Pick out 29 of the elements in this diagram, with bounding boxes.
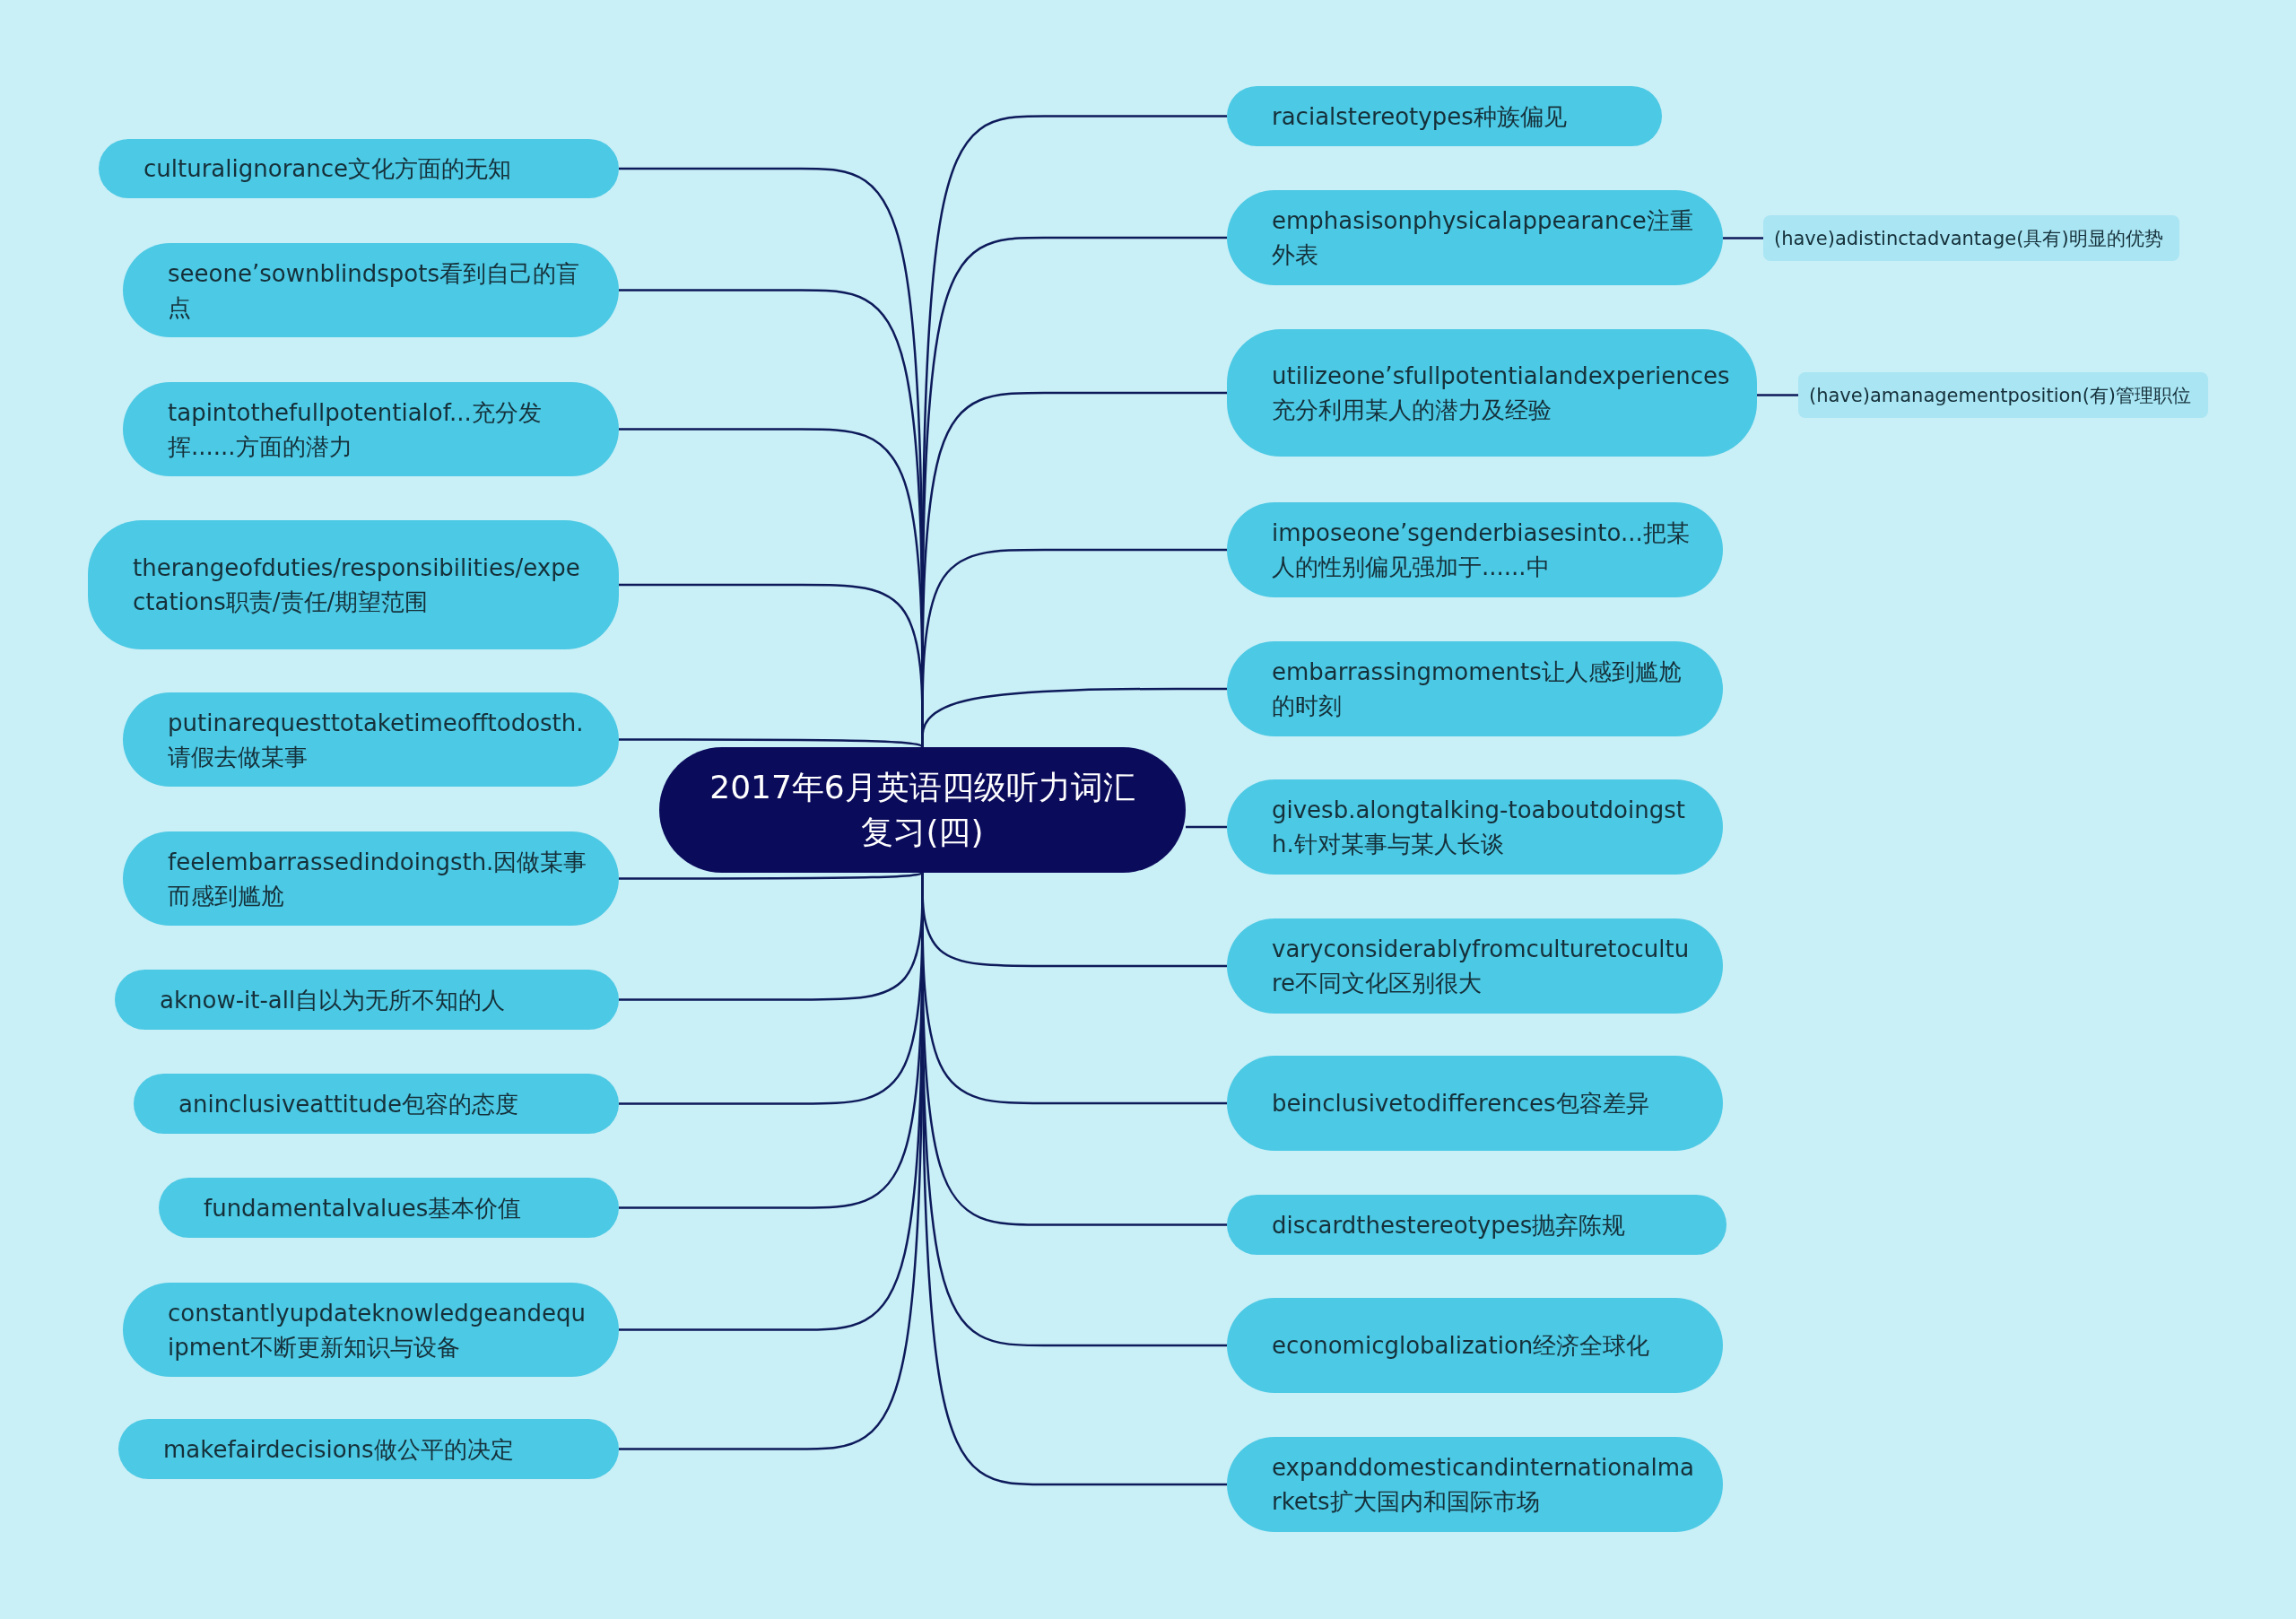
topic-node: therangeofduties/responsibilities/expectations职责/责任/期望范围 (88, 520, 619, 649)
topic-node: imposeone’sgenderbiasesinto...把某人的性别偏见强加于......中 (1227, 502, 1723, 597)
topic-node: economicglobalization经济全球化 (1227, 1298, 1723, 1393)
topic-node: putinarequesttotaketimeofftodosth.请假去做某事 (123, 692, 619, 787)
connector-line (1757, 394, 1798, 396)
topic-node: fundamentalvalues基本价值 (159, 1178, 619, 1238)
topic-node: constantlyupdateknowledgeandequipment不断更新知识与设备 (123, 1283, 619, 1377)
connector-line (1723, 237, 1763, 239)
topic-node: beinclusivetodifferences包容差异 (1227, 1056, 1723, 1151)
topic-node: makefairdecisions做公平的决定 (118, 1419, 619, 1479)
topic-node: tapintothefullpotentialof...充分发挥......方面的潜力 (123, 382, 619, 476)
topic-node: feelembarrassedindoingsth.因做某事而感到尴尬 (123, 831, 619, 926)
topic-node: racialstereotypes种族偏见 (1227, 86, 1662, 146)
topic-node: varyconsiderablyfromculturetoculture不同文化区别很大 (1227, 918, 1723, 1014)
topic-node: emphasisonphysicalappearance注重外表 (1227, 190, 1723, 285)
subtopic-node: (have)adistinctadvantage(具有)明显的优势 (1763, 215, 2179, 261)
topic-node: aninclusiveattitude包容的态度 (134, 1074, 619, 1134)
topic-node: seeone’sownblindspots看到自己的盲点 (123, 243, 619, 337)
connector-line (1186, 825, 1227, 829)
subtopic-node: (have)amanagementposition(有)管理职位 (1798, 372, 2208, 418)
topic-node: embarrassingmoments让人感到尴尬的时刻 (1227, 641, 1723, 736)
topic-node: discardthestereotypes抛弃陈规 (1227, 1195, 1726, 1255)
topic-node: givesb.alongtalking-toaboutdoingsth.针对某事与某人长谈 (1227, 779, 1723, 875)
connector-line (619, 870, 924, 880)
topic-node: culturalignorance文化方面的无知 (99, 139, 619, 198)
topic-node: utilizeone’sfullpotentialandexperiences充分利用某人的潜力及经验 (1227, 329, 1757, 457)
topic-node: expanddomesticandinternationalmarkets扩大国内和国际市场 (1227, 1437, 1723, 1532)
central-topic-node: 2017年6月英语四级听力词汇复习(四) (659, 747, 1186, 873)
topic-node: aknow-it-all自以为无所不知的人 (115, 970, 619, 1030)
